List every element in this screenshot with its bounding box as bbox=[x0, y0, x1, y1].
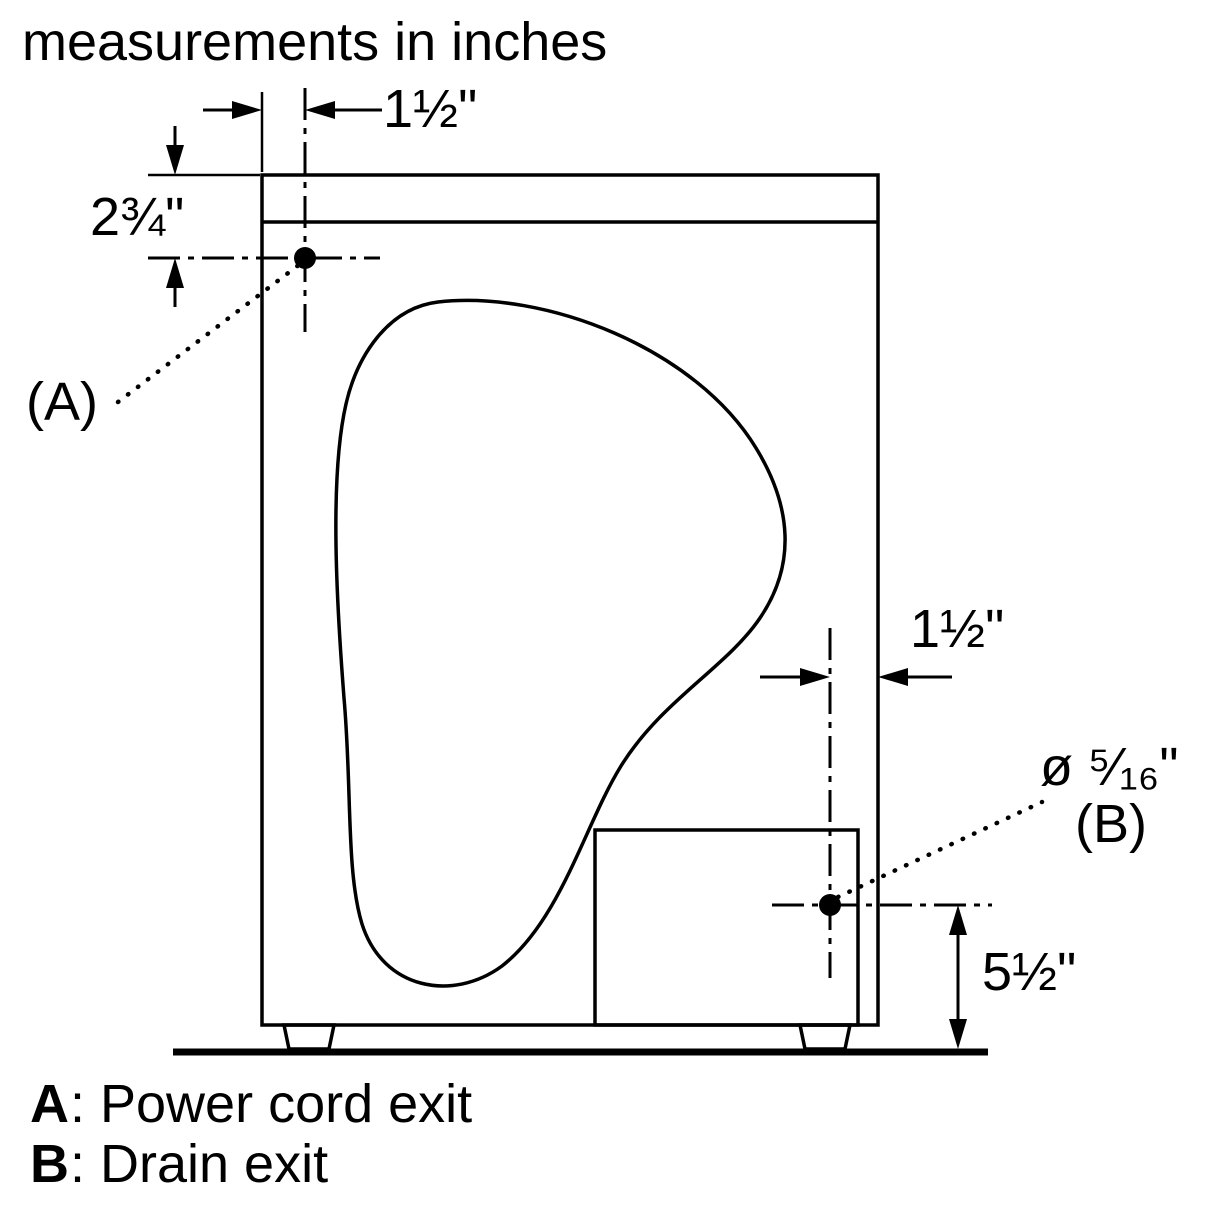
arrowhead-left-icon bbox=[305, 101, 335, 119]
dim-a-horizontal-value: 1½" bbox=[383, 79, 477, 139]
dim-b-horizontal-arrows bbox=[760, 668, 952, 686]
hole-diameter-value: ø ⁵⁄₁₆" bbox=[1040, 737, 1179, 797]
point-a-marker bbox=[294, 247, 316, 269]
diagram-title: measurements in inches bbox=[22, 12, 607, 72]
arrowhead-left-icon bbox=[878, 668, 908, 686]
dim-a-horizontal-arrows bbox=[203, 101, 382, 119]
dim-b-height-value: 5½" bbox=[982, 942, 1076, 1002]
legend-b-desc: : Drain exit bbox=[70, 1134, 328, 1194]
dim-b-horizontal-value: 1½" bbox=[910, 599, 1004, 659]
arrowhead-down-icon bbox=[949, 1019, 967, 1049]
right-foot bbox=[797, 1023, 853, 1051]
point-b-leader-line bbox=[835, 799, 1045, 900]
point-b-label: (B) bbox=[1075, 794, 1147, 854]
arrowhead-right-icon bbox=[232, 101, 262, 119]
point-a-leader-line bbox=[115, 261, 303, 405]
legend: A : Power cord exit B : Drain exit bbox=[30, 1074, 472, 1194]
point-b-marker bbox=[819, 894, 841, 916]
arrowhead-down-icon bbox=[166, 145, 184, 175]
point-a-label: (A) bbox=[26, 372, 98, 432]
dim-b-vertical-arrows bbox=[949, 905, 967, 1049]
compressor-panel bbox=[593, 828, 860, 1027]
legend-a-key: A bbox=[30, 1074, 69, 1134]
door-contour bbox=[334, 298, 787, 988]
appliance-outline bbox=[260, 173, 880, 1027]
dim-a-vertical-arrows bbox=[166, 126, 184, 307]
legend-b-key: B bbox=[30, 1134, 69, 1194]
arrowhead-up-icon bbox=[949, 905, 967, 935]
legend-a-desc: : Power cord exit bbox=[70, 1074, 472, 1134]
left-foot bbox=[281, 1023, 337, 1051]
arrowhead-up-icon bbox=[166, 258, 184, 288]
arrowhead-right-icon bbox=[800, 668, 830, 686]
dim-a-vertical-value: 2¾" bbox=[90, 187, 184, 247]
